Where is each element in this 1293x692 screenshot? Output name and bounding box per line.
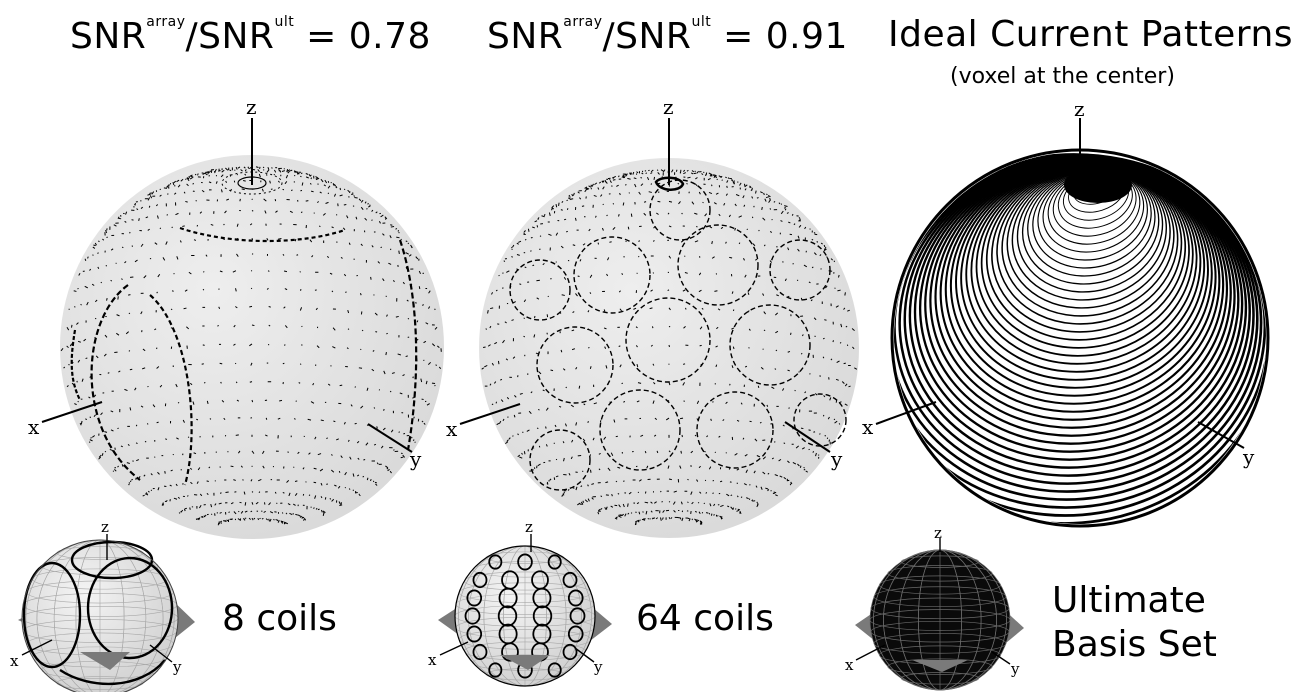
z-axis-label-2: z	[663, 95, 674, 119]
panel-3-subtitle: (voxel at the center)	[950, 64, 1175, 89]
x-axis-line	[41, 401, 103, 423]
x-axis-label: x	[28, 415, 40, 439]
small-sphere-ultimate-basis	[855, 549, 1024, 691]
panel-3-current-sphere	[890, 148, 1270, 528]
y-axis-line-2	[784, 421, 831, 453]
coil-boundary-currents	[70, 226, 418, 486]
x-axis-line-3	[875, 401, 937, 425]
y-axis-line-3	[1197, 421, 1245, 449]
panel-2-caption: 64 coils	[636, 598, 774, 639]
panel-2-title: SNRarray/SNRult = 0.91	[487, 14, 848, 57]
x-axis-label-3: x	[862, 415, 874, 439]
y-axis-line	[367, 423, 413, 453]
small-y-label-2: y	[593, 658, 603, 676]
small-sphere-8-coils	[18, 539, 195, 692]
y-axis-label-3: y	[1242, 445, 1255, 469]
panel-3-title: Ideal Current Patterns	[888, 14, 1293, 55]
z-axis-label-3: z	[1074, 97, 1085, 121]
x-axis-line-2	[459, 403, 521, 425]
panel-1-title: SNRarray/SNRult = 0.78	[70, 14, 431, 57]
small-sphere-64-coils	[438, 545, 612, 687]
small-y-label-1: y	[172, 658, 182, 676]
current-vector-field	[60, 166, 442, 526]
small-x-label-2: x	[428, 651, 437, 669]
ideal-current-lines	[894, 153, 1266, 524]
panel-3-caption-line1: Ultimate	[1052, 580, 1206, 621]
small-z-label-1: z	[101, 518, 109, 536]
small-x-label-3: x	[845, 656, 854, 674]
small-z-label-3: z	[934, 524, 942, 542]
z-axis-label: z	[246, 95, 257, 119]
small-y-label-3: y	[1010, 660, 1020, 678]
coil-boundary-currents	[509, 179, 847, 491]
y-axis-label: y	[409, 447, 422, 471]
small-x-label-1: x	[10, 652, 19, 670]
current-vector-field	[481, 169, 858, 526]
small-z-label-2: z	[525, 518, 533, 536]
panel-1-caption: 8 coils	[222, 598, 337, 639]
panel-3-caption-line2: Basis Set	[1052, 624, 1217, 665]
x-axis-label-2: x	[446, 417, 458, 441]
panel-1-current-sphere	[60, 155, 444, 539]
panel-2-current-sphere	[479, 158, 859, 538]
y-axis-label-2: y	[830, 447, 843, 471]
